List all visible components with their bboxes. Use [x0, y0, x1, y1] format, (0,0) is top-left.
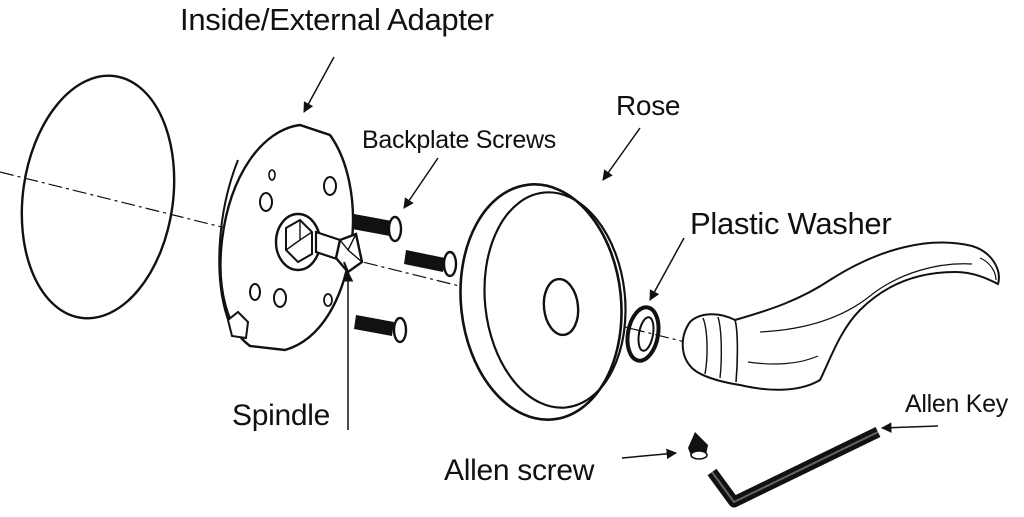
- adapter-plate: [218, 123, 355, 352]
- label-backplate-screws: Backplate Screws: [362, 126, 556, 154]
- allen-screw: [688, 432, 708, 460]
- label-spindle: Spindle: [232, 399, 330, 432]
- backplate-screws: [352, 214, 458, 344]
- leader-allen-key: [880, 422, 939, 433]
- leader-backplate-screws: [403, 157, 439, 209]
- backplate-screw-top: [352, 214, 403, 243]
- rose: [459, 183, 627, 421]
- backplate-screw-middle: [404, 250, 458, 278]
- leader-rose: [602, 127, 641, 181]
- leader-adapter: [303, 56, 335, 113]
- label-plastic-washer: Plastic Washer: [690, 206, 892, 241]
- label-inside-external-adapter: Inside/External Adapter: [180, 2, 494, 37]
- label-allen-screw: Allen screw: [444, 454, 595, 487]
- backplate-screw-bottom: [354, 315, 408, 344]
- label-allen-key: Allen Key: [905, 390, 1008, 418]
- allen-key: [707, 427, 881, 508]
- door-face-oval: [20, 74, 176, 320]
- leader-plastic-washer: [649, 237, 685, 301]
- lever-handle: [681, 241, 1000, 391]
- spindle: [314, 230, 364, 274]
- plastic-washer: [625, 305, 661, 363]
- leader-allen-screw: [621, 448, 678, 460]
- label-rose: Rose: [616, 90, 681, 121]
